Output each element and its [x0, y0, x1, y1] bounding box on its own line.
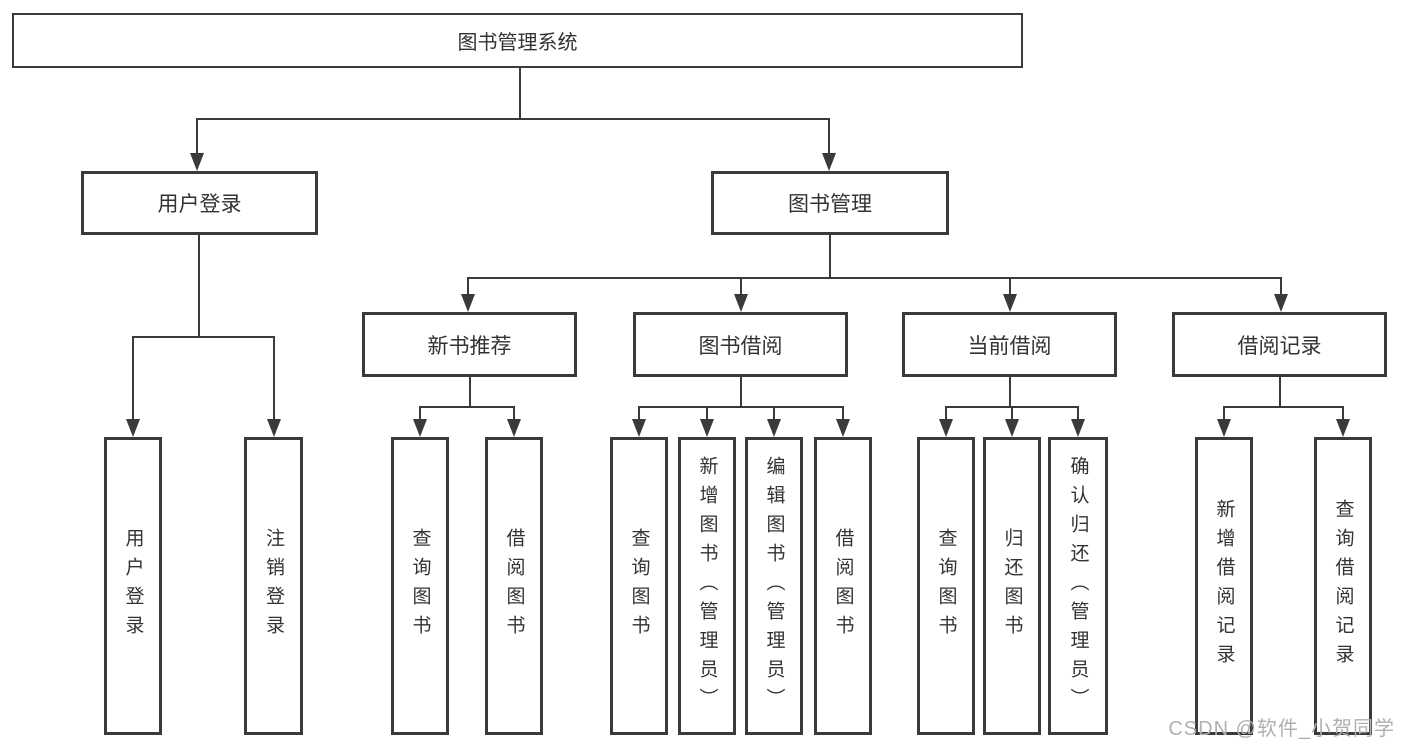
connector-line [638, 406, 640, 420]
node-label: 查询图书 [409, 528, 431, 644]
node-label: 借阅记录 [1237, 334, 1322, 358]
arrow-down-icon [267, 419, 281, 437]
connector-line [842, 406, 844, 420]
arrow-down-icon [1217, 419, 1231, 437]
arrow-down-icon [413, 419, 427, 437]
arrow-down-icon [939, 419, 953, 437]
node-label: 查询图书 [628, 528, 650, 644]
arrow-down-icon [632, 419, 646, 437]
node-library-management-system: 图书管理系统 [12, 13, 1023, 68]
leaf-borrow-books-recommend: 借阅图书 [485, 437, 543, 735]
node-label: 借阅图书 [503, 528, 525, 644]
connector-line [132, 336, 134, 420]
connector-line [740, 377, 742, 406]
leaf-user-login: 用户登录 [104, 437, 162, 735]
leaf-edit-books-admin: 编辑图书（管理员） [745, 437, 803, 735]
leaf-query-books-recommend: 查询图书 [391, 437, 449, 735]
leaf-query-books-borrow: 查询图书 [610, 437, 668, 735]
leaf-logout: 注销登录 [244, 437, 303, 735]
connector-line [1342, 406, 1344, 420]
node-label: 归还图书 [1001, 528, 1023, 644]
connector-line [1223, 406, 1225, 420]
node-label: 用户登录 [157, 193, 242, 216]
connector-line [513, 406, 515, 420]
connector-line [1077, 406, 1079, 420]
connector-line [1279, 377, 1281, 406]
leaf-return-books: 归还图书 [983, 437, 1041, 735]
node-label: 查询图书 [935, 528, 957, 644]
connector-line [1011, 406, 1013, 420]
connector-line [467, 277, 469, 295]
leaf-query-books-current: 查询图书 [917, 437, 975, 735]
connector-line [196, 118, 830, 120]
leaf-add-borrow-record: 新增借阅记录 [1195, 437, 1253, 735]
node-new-book-recommendation: 新书推荐 [362, 312, 577, 377]
connector-line [469, 377, 471, 406]
connector-line [273, 336, 275, 420]
arrow-down-icon [700, 419, 714, 437]
node-label: 确认归还（管理员） [1067, 455, 1089, 717]
connector-line [706, 406, 708, 420]
arrow-down-icon [190, 153, 204, 171]
connector-line [419, 406, 421, 420]
arrow-down-icon [836, 419, 850, 437]
arrow-down-icon [822, 153, 836, 171]
node-borrowing-records: 借阅记录 [1172, 312, 1387, 377]
node-label: 编辑图书（管理员） [763, 455, 785, 717]
arrow-down-icon [767, 419, 781, 437]
node-book-management: 图书管理 [711, 171, 949, 235]
arrow-down-icon [1005, 419, 1019, 437]
arrow-down-icon [461, 294, 475, 312]
leaf-add-books-admin: 新增图书（管理员） [678, 437, 736, 735]
node-label: 图书借阅 [698, 334, 783, 358]
csdn-watermark: CSDN @软件_小贺同学 [1168, 718, 1395, 740]
connector-line [1009, 377, 1011, 406]
arrow-down-icon [126, 419, 140, 437]
connector-line [740, 277, 742, 295]
leaf-query-borrow-record: 查询借阅记录 [1314, 437, 1372, 735]
connector-line [196, 118, 198, 155]
node-label: 注销登录 [263, 528, 284, 644]
node-label: 用户登录 [122, 528, 144, 644]
connector-line [132, 336, 275, 338]
connector-line [419, 406, 515, 408]
arrow-down-icon [507, 419, 521, 437]
node-label: 新增图书（管理员） [696, 455, 718, 717]
arrow-down-icon [1336, 419, 1350, 437]
connector-line [828, 118, 830, 155]
connector-line [519, 68, 521, 118]
arrow-down-icon [734, 294, 748, 312]
connector-line [638, 406, 844, 408]
node-label: 新书推荐 [427, 334, 512, 358]
arrow-down-icon [1003, 294, 1017, 312]
arrow-down-icon [1274, 294, 1288, 312]
node-label: 图书管理系统 [457, 32, 578, 54]
node-label: 图书管理 [788, 193, 872, 216]
node-user-login: 用户登录 [81, 171, 318, 235]
connector-line [1280, 277, 1282, 295]
node-label: 查询借阅记录 [1332, 499, 1354, 673]
connector-line [945, 406, 947, 420]
connector-line [773, 406, 775, 420]
node-label: 借阅图书 [832, 528, 854, 644]
node-label: 新增借阅记录 [1213, 499, 1235, 673]
node-book-borrowing: 图书借阅 [633, 312, 848, 377]
connector-line [467, 277, 1282, 279]
leaf-confirm-return-admin: 确认归还（管理员） [1048, 437, 1108, 735]
connector-line [1223, 406, 1344, 408]
connector-line [1009, 277, 1011, 295]
connector-line [198, 235, 200, 336]
node-label: 当前借阅 [967, 334, 1052, 358]
arrow-down-icon [1071, 419, 1085, 437]
connector-line [829, 235, 831, 277]
node-current-borrowing: 当前借阅 [902, 312, 1117, 377]
leaf-borrow-books: 借阅图书 [814, 437, 872, 735]
